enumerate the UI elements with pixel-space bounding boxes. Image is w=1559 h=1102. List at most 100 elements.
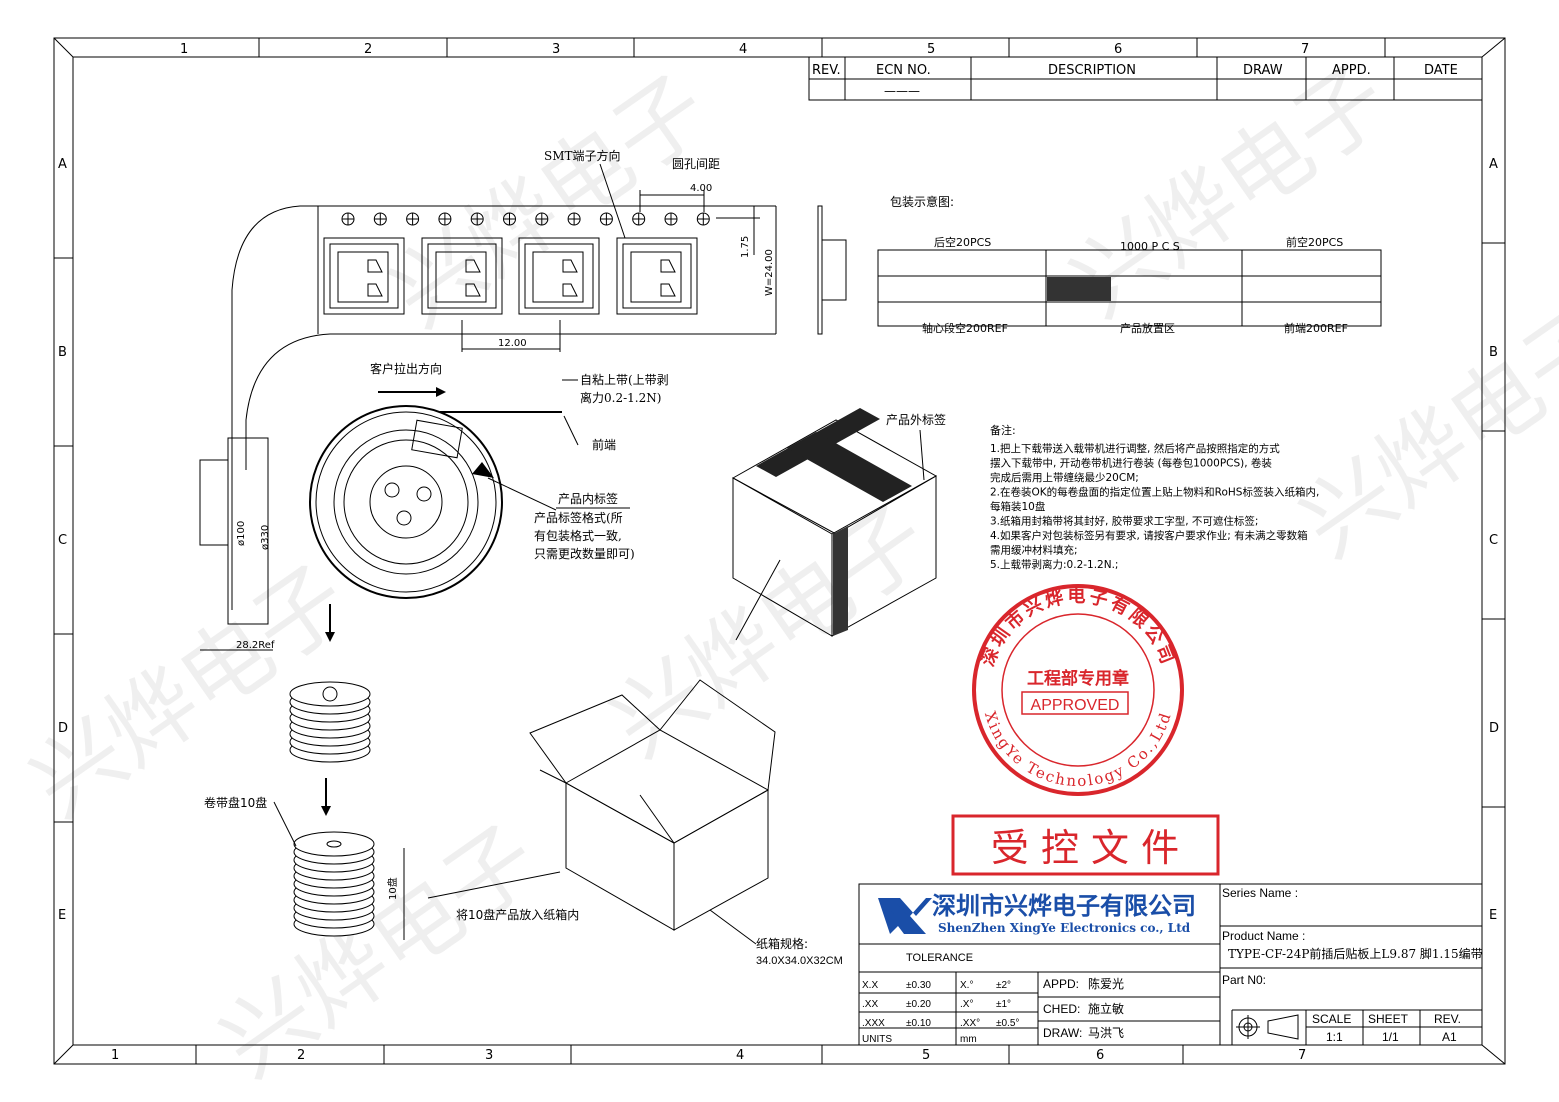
scale-label: SCALE — [1312, 1012, 1351, 1026]
svg-text:D: D — [58, 721, 68, 736]
svg-text:4: 4 — [736, 1048, 744, 1063]
front-empty-label: 前空20PCS — [1286, 235, 1343, 249]
appd-header: APPD. — [1332, 63, 1371, 78]
edge-dim: 1.75 — [740, 236, 751, 258]
svg-text:5: 5 — [922, 1048, 930, 1063]
projection-symbol-icon — [1236, 1014, 1299, 1040]
hole-pitch-label: 圆孔间距 — [672, 157, 720, 171]
stack-label: 卷带盘10盘 — [204, 795, 267, 810]
note-line: 完成后需用上带缠绕最少20CM; — [990, 471, 1139, 484]
notes: 备注: 1.把上下载带送入载带机进行调整, 然后将产品按照指定的方式 摆入下载带… — [990, 423, 1319, 571]
front-end-label: 前端 — [592, 437, 616, 452]
units-label: UNITS — [862, 1034, 892, 1045]
ecn-header: ECN NO. — [876, 63, 931, 78]
reel-drawing: 自粘上带(上带剥 离力0.2-1.2N) 前端 产品内标签 产品标签格式(所 有… — [199, 372, 669, 651]
svg-text:6: 6 — [1114, 42, 1122, 57]
svg-text:6: 6 — [1096, 1048, 1104, 1063]
reel-dia-dim: ø330 — [260, 525, 271, 550]
ecn-value: ——— — [884, 84, 920, 98]
tolerance-cell: .XX — [862, 999, 878, 1010]
open-box: 将10盘产品放入纸箱内 纸箱规格: 34.0X34.0X32CM — [427, 559, 843, 967]
sprocket-hole — [567, 212, 581, 226]
carrier-tape-drawing: 4.00 圆孔间距 SMT端子方向 12.00 1.75 W=24.00 客户拉… — [231, 148, 847, 610]
box-size-label: 纸箱规格: — [756, 936, 808, 951]
tolerance-cell: X.X — [862, 980, 878, 991]
note-line: 1.把上下载带送入载带机进行调整, 然后将产品按照指定的方式 — [990, 442, 1280, 455]
reel-stacks: 卷带盘10盘 10盘 — [204, 681, 405, 940]
svg-text:4: 4 — [739, 42, 747, 57]
note-line: 摆入下载带中, 开动卷带机进行卷装 (每卷包1000PCS), 卷装 — [990, 457, 1272, 470]
rev-header: REV. — [812, 63, 841, 78]
thickness-dim: 28.2Ref — [236, 640, 275, 651]
reel-stack-large — [293, 831, 375, 937]
svg-text:1: 1 — [180, 42, 188, 57]
sprocket-hole — [341, 212, 355, 226]
reel-stack-small — [289, 681, 371, 763]
ched-label: CHED: — [1043, 1002, 1080, 1016]
cover-tape-label-2: 离力0.2-1.2N) — [580, 390, 661, 405]
svg-text:5: 5 — [927, 42, 935, 57]
company-logo — [878, 898, 932, 934]
pitch-dim: 12.00 — [498, 338, 527, 349]
tolerance-cell: ±0.30 — [906, 980, 931, 991]
tolerance-cell: ±2° — [996, 980, 1011, 991]
svg-text:B: B — [1489, 345, 1498, 360]
note-line: 5.上载带剥离力:0.2-1.2N.; — [990, 558, 1118, 571]
tolerance-cell: .X° — [960, 999, 973, 1010]
svg-text:C: C — [58, 533, 67, 548]
sprocket-hole — [632, 212, 646, 226]
sheet-value: 1/1 — [1382, 1030, 1399, 1044]
revision-table: REV. ECN NO. DESCRIPTION DRAW APPD. DATE… — [808, 56, 1483, 101]
packing-diagram: 包装示意图: 后空20PCS 1000 P C S 前空20PCS 轴心段空20… — [877, 194, 1382, 335]
label-format-2: 有包装格式一致, — [534, 528, 622, 543]
company-name-en: ShenZhen XingYe Electronics co., Ltd — [938, 921, 1191, 935]
sprocket-hole — [696, 212, 710, 226]
svg-text:兴烨电子: 兴烨电子 — [202, 806, 557, 1098]
hub-dia-dim: ø100 — [236, 521, 247, 546]
sprocket-hole — [470, 212, 484, 226]
company-name-cn: 深圳市兴烨电子有限公司 — [932, 892, 1196, 920]
svg-text:D: D — [1489, 721, 1499, 736]
seal-dept: 工程部专用章 — [1027, 668, 1129, 689]
tolerance-cell: ±0.5° — [996, 1018, 1019, 1029]
svg-text:3: 3 — [485, 1048, 493, 1063]
controlled-document-stamp: 受 控 文 件 — [951, 814, 1220, 876]
svg-text:A: A — [58, 157, 67, 172]
controlled-text: 受 控 文 件 — [991, 826, 1179, 870]
svg-text:兴烨电子: 兴烨电子 — [592, 486, 947, 778]
front-tail-label: 前端200REF — [1284, 321, 1348, 335]
sprocket-hole — [438, 212, 452, 226]
product-name-label: Product Name : — [1222, 929, 1305, 943]
tolerance-cell: .XX° — [960, 1018, 980, 1029]
appd-label: APPD: — [1043, 977, 1079, 991]
description-header: DESCRIPTION — [1048, 63, 1136, 78]
sprocket-hole — [664, 212, 678, 226]
sheet-label: SHEET — [1368, 1012, 1409, 1026]
tolerance-cell: ±1° — [996, 999, 1011, 1010]
note-line: 2.在卷装OK的每卷盘面的指定位置上贴上物料和RoHS标签装入纸箱内, — [990, 486, 1319, 499]
note-line: 每箱装10盘 — [990, 500, 1046, 513]
rev-value: A1 — [1442, 1030, 1457, 1044]
date-header: DATE — [1424, 63, 1458, 78]
note-line: 需用缓冲材料填充; — [990, 544, 1078, 557]
frame: 1 2 3 4 5 6 7 1 2 3 4 5 6 7 A B C D E A … — [53, 37, 1506, 1065]
note-line: 4.如果客户对包装标签另有要求, 请按客户要求作业; 有未满之零数箱 — [990, 529, 1308, 542]
inner-label-title: 产品内标签 — [558, 491, 618, 506]
stack-height-dim: 10盘 — [386, 877, 399, 900]
box-size-value: 34.0X34.0X32CM — [756, 955, 843, 967]
sprocket-hole — [406, 212, 420, 226]
svg-text:A: A — [1489, 157, 1498, 172]
appd-name: 陈爱光 — [1088, 976, 1124, 991]
notes-title: 备注: — [990, 423, 1016, 437]
sprocket-hole — [373, 212, 387, 226]
tolerance-cell: ±0.10 — [906, 1018, 931, 1029]
svg-text:XingYe Technology Co.,Ltd: XingYe Technology Co.,Ltd — [981, 709, 1175, 790]
part-no-label: Part N0: — [1222, 973, 1266, 987]
back-empty-label: 后空20PCS — [934, 235, 991, 249]
core-empty-label: 轴心段空200REF — [922, 321, 1008, 335]
sprocket-hole — [535, 212, 549, 226]
pull-direction-label: 客户拉出方向 — [370, 361, 442, 376]
hole-pitch-dim: 4.00 — [690, 183, 712, 194]
draw-header: DRAW — [1243, 63, 1283, 78]
